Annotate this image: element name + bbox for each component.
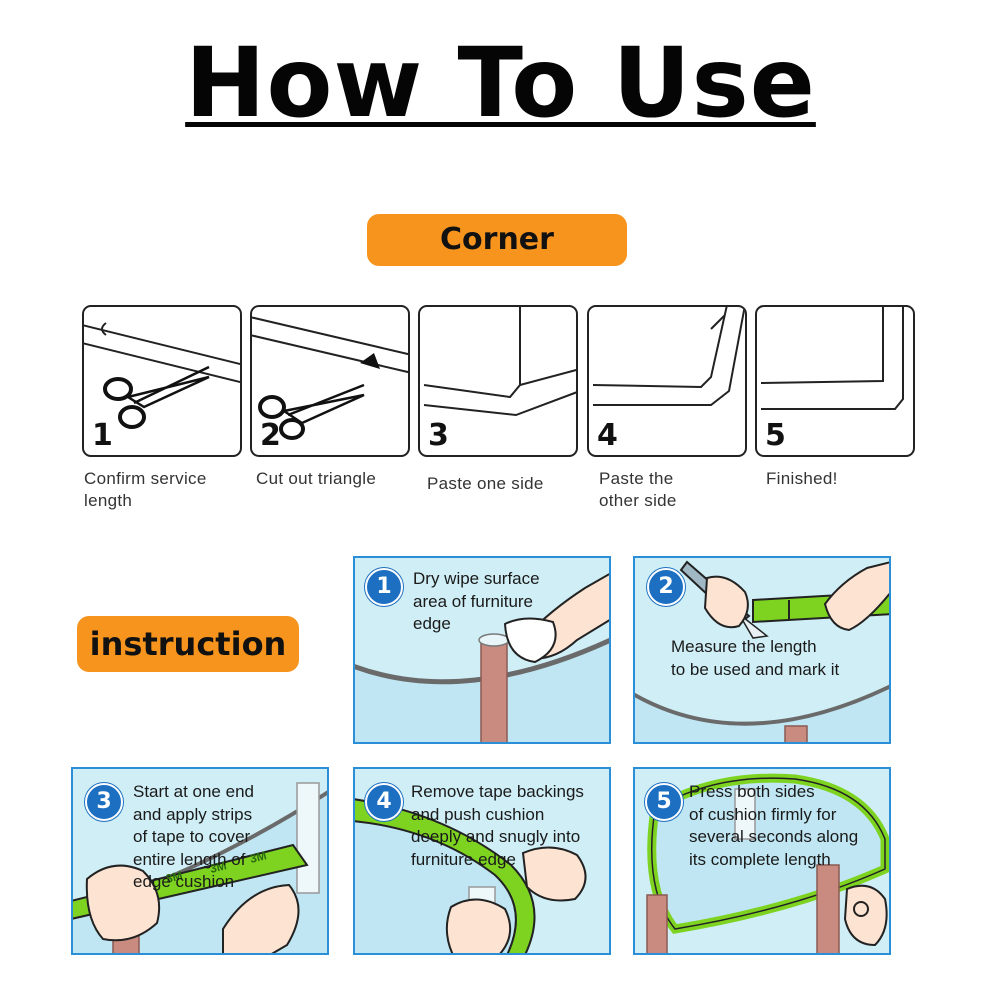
instruction-text-5: Press both sides of cushion firmly for s… — [689, 782, 859, 869]
instruction-panel-1: 1 Dry wipe surface area of furniture edg… — [353, 556, 611, 744]
step-caption-5: Finished! — [766, 469, 838, 488]
scissors-icon — [103, 365, 210, 429]
hand-icon — [703, 561, 889, 632]
tape-print: 3M — [208, 858, 228, 876]
step-number: 3 — [428, 418, 449, 453]
hand-icon — [445, 846, 587, 953]
step-caption-4: Paste the other side — [599, 469, 677, 510]
step-badge: 2 — [647, 568, 685, 606]
corner-step-3: 3 — [418, 305, 578, 457]
step-number: 4 — [597, 418, 618, 453]
step-5-illustration — [760, 307, 904, 410]
instruction-text-1: Dry wipe surface area of furniture edge — [413, 569, 540, 633]
page-title: How To Use — [185, 27, 816, 139]
corner-step-2: 2 — [250, 305, 410, 457]
panel-5-illustration — [646, 773, 889, 953]
instruction-text-4: Remove tape backings and push cushion de… — [411, 782, 584, 869]
panel-3-illustration: 3M 3M 3M — [73, 782, 327, 953]
step-number: 2 — [260, 418, 281, 453]
step-badge: 1 — [365, 568, 403, 606]
instruction-panel-4: 4 Remove tape backings and push cushion … — [353, 767, 611, 955]
corner-step-1: 1 — [82, 305, 242, 457]
step-badge: 5 — [645, 783, 683, 821]
panel-1-illustration — [355, 573, 609, 742]
instruction-text-2: Measure the length to be used and mark i… — [671, 637, 840, 679]
hand-icon — [843, 884, 888, 947]
corner-label: Corner — [367, 214, 627, 266]
step-1-illustration — [84, 322, 240, 429]
hand-icon — [85, 864, 300, 953]
step-4-illustration — [592, 307, 745, 406]
instruction-panel-2: 2 Measure the length to be used and mark… — [633, 556, 891, 744]
scissors-icon — [258, 383, 365, 440]
corner-step-5: 5 — [755, 305, 915, 457]
step-2-illustration — [252, 316, 408, 440]
step-badge: 3 — [85, 783, 123, 821]
step-3-illustration — [423, 307, 576, 417]
step-badge: 4 — [365, 783, 403, 821]
instruction-label: instruction — [77, 616, 299, 672]
step-caption-1: Confirm service length — [84, 469, 207, 510]
step-number: 1 — [92, 418, 113, 453]
step-caption-2: Cut out triangle — [256, 469, 377, 488]
instruction-text-3: Start at one end and apply strips of tap… — [133, 782, 254, 891]
instruction-panel-5: 5 Press both sides of cushion firmly for… — [633, 767, 891, 955]
panel-2-illustration — [635, 560, 889, 742]
instruction-panel-3: 3M 3M 3M 3 Start at one end and apply st… — [71, 767, 329, 955]
hand-icon — [503, 573, 609, 664]
page-title-wrap: How To Use — [0, 28, 1001, 138]
tape-print: 3M — [248, 848, 268, 866]
tape-print: 3M — [164, 868, 184, 886]
step-caption-3: Paste one side — [427, 474, 544, 493]
step-number: 5 — [765, 418, 786, 453]
corner-step-4: 4 — [587, 305, 747, 457]
